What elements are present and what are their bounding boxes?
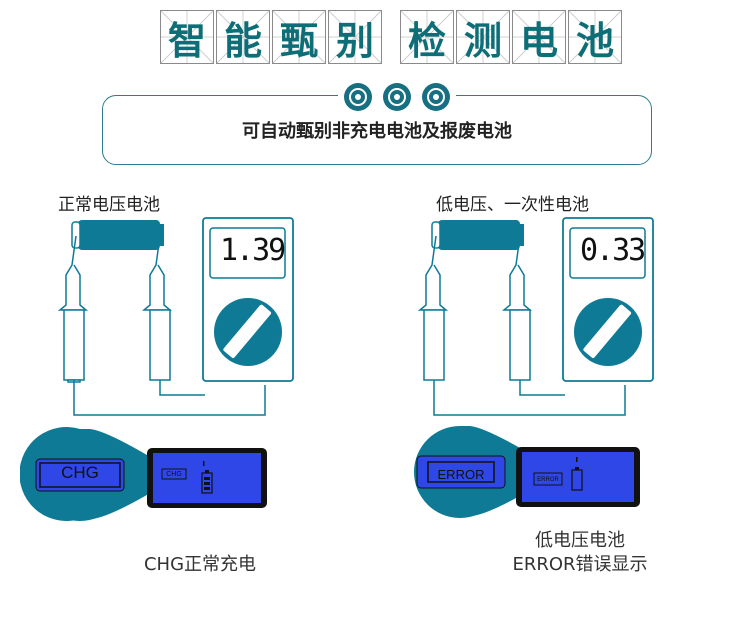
left-lcd-badge: CHG xyxy=(61,463,99,482)
left-multimeter-illustration xyxy=(57,217,294,416)
right-caption-line2: ERROR错误显示 xyxy=(512,554,648,575)
title-char: 能 xyxy=(216,10,270,64)
battery-icon xyxy=(71,220,164,250)
title-char: 智 xyxy=(160,10,214,64)
right-lcd-callout xyxy=(414,426,640,518)
title-char: 电 xyxy=(512,10,566,64)
left-meter-reading: 1.39 xyxy=(220,233,286,268)
battery-empty-icon xyxy=(571,467,583,491)
right-lcd-badge: ERROR xyxy=(437,467,485,482)
probe-icon xyxy=(141,235,173,381)
battery-level-icon xyxy=(201,470,213,494)
title-char: 别 xyxy=(328,10,382,64)
circle-dot-icon xyxy=(344,83,372,111)
battery-icon xyxy=(431,220,524,250)
right-meter-reading: 0.33 xyxy=(580,233,646,268)
right-lcd-small-text: ERROR xyxy=(537,477,559,483)
left-lcd-callout xyxy=(20,427,267,521)
left-lcd-small-text: CHG xyxy=(166,471,182,478)
decorative-dots xyxy=(338,80,456,114)
title-char: 检 xyxy=(400,10,454,64)
title-char: 池 xyxy=(568,10,622,64)
banner-text: 可自动甄别非充电电池及报废电池 xyxy=(242,121,512,142)
title-char: 测 xyxy=(456,10,510,64)
left-section-label: 正常电压电池 xyxy=(58,195,160,215)
left-caption: CHG正常充电 xyxy=(143,554,257,575)
circle-dot-icon xyxy=(383,83,411,111)
circle-dot-icon xyxy=(422,83,450,111)
page-title: 智 能 甄 别 检 测 电 池 xyxy=(160,10,624,66)
title-char: 甄 xyxy=(272,10,326,64)
probe-icon xyxy=(57,235,89,383)
right-section-label: 低电压、一次性电池 xyxy=(436,195,589,215)
probe-icon xyxy=(501,235,533,381)
right-caption-line1: 低电压电池 xyxy=(535,530,625,551)
right-multimeter-illustration xyxy=(417,217,654,416)
probe-icon xyxy=(417,235,449,381)
